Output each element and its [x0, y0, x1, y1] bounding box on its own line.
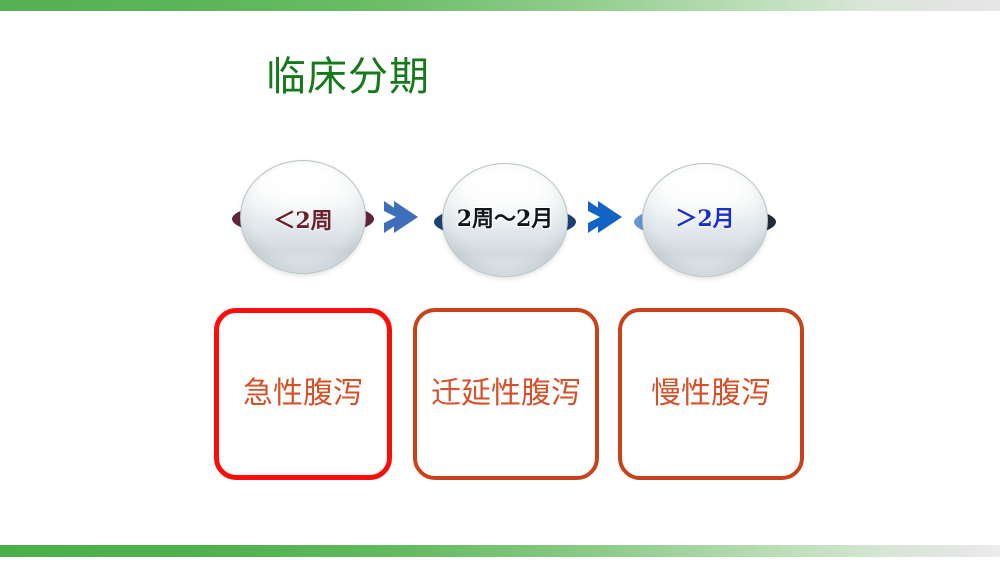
chevron-right-icon	[582, 196, 624, 238]
glossy-sphere-icon	[240, 160, 366, 274]
classification-box-chronic[interactable]: 慢性腹泻	[618, 308, 804, 480]
classification-label: 慢性腹泻	[651, 376, 771, 411]
clinical-stage-flow: ＜2周 2周～2月 ＞2月	[0, 158, 1000, 278]
bottom-decorative-bar	[0, 545, 1000, 557]
stage-node-acute[interactable]: ＜2周	[232, 160, 374, 274]
page-title: 临床分期	[266, 54, 430, 100]
classification-box-acute[interactable]: 急性腹泻	[214, 308, 392, 480]
stage-node-persistent[interactable]: 2周～2月	[434, 163, 576, 277]
glossy-sphere-icon	[642, 163, 768, 277]
stage-label: ＞2月	[675, 206, 735, 232]
classification-label: 急性腹泻	[243, 376, 363, 411]
classification-label: 迁延性腹泻	[431, 376, 581, 411]
stage-node-chronic[interactable]: ＞2月	[634, 163, 776, 277]
chevron-right-icon	[378, 196, 420, 238]
glossy-sphere-icon	[442, 163, 568, 277]
stage-label: ＜2周	[273, 208, 333, 234]
top-decorative-bar	[0, 0, 1000, 11]
classification-box-persistent[interactable]: 迁延性腹泻	[413, 308, 599, 480]
classification-box-row: 急性腹泻 迁延性腹泻 慢性腹泻	[0, 308, 1000, 488]
stage-label: 2周～2月	[456, 206, 554, 232]
